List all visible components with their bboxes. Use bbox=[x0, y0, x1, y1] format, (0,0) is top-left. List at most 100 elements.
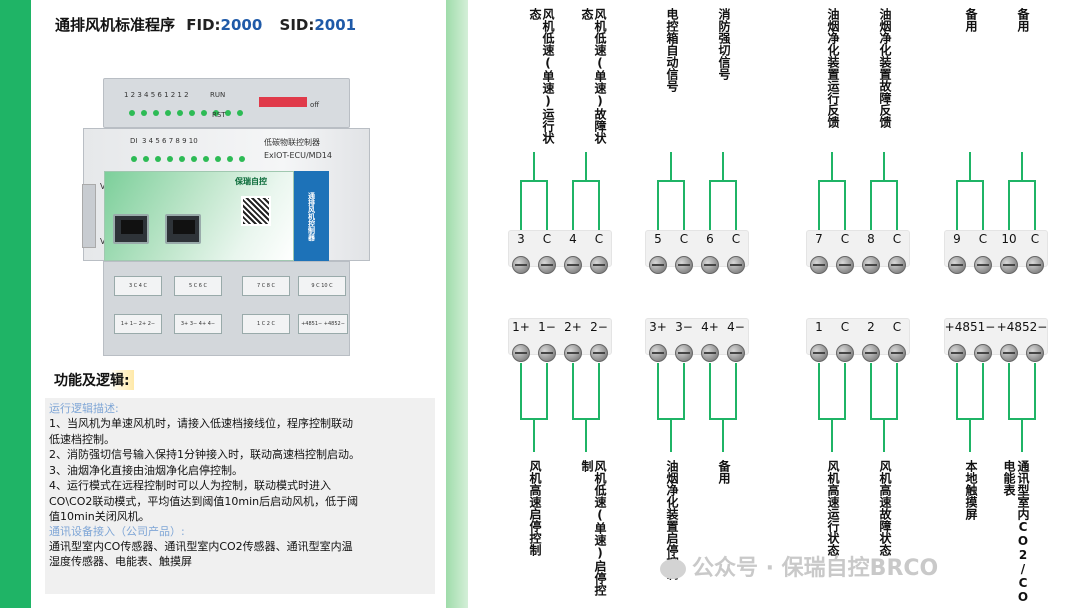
middle-green-stripe bbox=[446, 0, 468, 608]
run-label: RUN bbox=[210, 91, 226, 99]
signal-label: 油烟净化装置运行反馈 bbox=[826, 8, 840, 128]
signal-wire bbox=[585, 418, 587, 452]
terminal-screw bbox=[675, 256, 693, 274]
device-top-section: 1 2 3 4 5 6 1 2 1 2 RUN RST off bbox=[103, 78, 350, 128]
di-label: DI bbox=[130, 137, 138, 145]
signal-wire bbox=[709, 363, 711, 418]
terminal-label: C bbox=[978, 232, 988, 246]
terminal-screw bbox=[974, 344, 992, 362]
terminal-screw bbox=[836, 344, 854, 362]
signal-wire bbox=[818, 363, 820, 418]
signal-wire bbox=[722, 418, 724, 452]
signal-wire bbox=[520, 180, 548, 182]
signal-label: 风机低速(单速)故障状态 bbox=[580, 8, 607, 144]
signal-wire bbox=[572, 180, 600, 182]
terminal-screw bbox=[836, 256, 854, 274]
signal-label: 备用 bbox=[1016, 8, 1030, 32]
signal-label: 风机低速(单速)启停控制 bbox=[580, 460, 607, 596]
terminal-screw bbox=[1026, 256, 1044, 274]
signal-wire bbox=[982, 363, 984, 418]
terminal-label: 10 bbox=[1001, 232, 1017, 246]
terminal-screw bbox=[862, 256, 880, 274]
ethernet-port-2 bbox=[165, 214, 201, 244]
fid-label: FID: bbox=[186, 16, 221, 34]
signal-wire bbox=[896, 180, 898, 230]
terminal-label: C bbox=[594, 232, 604, 246]
terminal-screw bbox=[810, 344, 828, 362]
signal-wire bbox=[709, 180, 737, 182]
signal-wire bbox=[572, 180, 574, 230]
terminal-screw bbox=[512, 344, 530, 362]
signal-wire bbox=[956, 363, 958, 418]
signal-label: 风机高速运行状态 bbox=[826, 460, 840, 556]
terminal-screw bbox=[564, 344, 582, 362]
signal-wire bbox=[831, 418, 833, 452]
blue-label-panel: 通排风机控制器 bbox=[294, 171, 329, 261]
signal-wire bbox=[818, 180, 820, 230]
signal-wire bbox=[1034, 363, 1036, 418]
signal-wire bbox=[657, 363, 659, 418]
logic-line: 值10min关闭风机。 bbox=[49, 510, 150, 523]
terminal-label: C bbox=[892, 232, 902, 246]
terminal-label: 2 bbox=[867, 320, 875, 334]
signal-wire bbox=[533, 152, 535, 180]
logic-line: 1、当风机为单速风机时，请接入低速档接线位，程序控制联动 bbox=[49, 417, 353, 430]
sid-label: SID: bbox=[279, 16, 315, 34]
terminal-screw bbox=[649, 256, 667, 274]
signal-wire bbox=[520, 180, 522, 230]
watermark-text: 公众号 · 保瑞自控BRCO bbox=[692, 556, 939, 581]
function-box: 运行逻辑描述: 1、当风机为单速风机时，请接入低速档接线位，程序控制联动 低速档… bbox=[45, 398, 435, 594]
logic-desc-title: 运行逻辑描述: bbox=[49, 402, 119, 415]
signal-wire bbox=[982, 180, 984, 230]
terminal-label: C bbox=[542, 232, 552, 246]
signal-wire bbox=[969, 152, 971, 180]
terminal-label: 1 bbox=[815, 320, 823, 334]
watermark: 公众号 · 保瑞自控BRCO bbox=[660, 550, 938, 582]
signal-label: 电控箱自动信号 bbox=[665, 8, 679, 92]
terminal-label: 1− bbox=[538, 320, 556, 334]
signal-label: 本地触摸屏 bbox=[964, 460, 978, 520]
terminal-screw bbox=[538, 256, 556, 274]
terminal-label: 8 bbox=[867, 232, 875, 246]
terminal-label: C bbox=[892, 320, 902, 334]
signal-wire bbox=[870, 180, 872, 230]
signal-wire bbox=[831, 152, 833, 180]
terminal-screw bbox=[538, 344, 556, 362]
brand-label: 保瑞自控 bbox=[235, 177, 267, 186]
left-green-stripe bbox=[0, 0, 31, 608]
terminal-screw bbox=[888, 256, 906, 274]
device-terminal-top-3: 7 C 8 C bbox=[242, 276, 290, 296]
device-name: 低碳物联控制器 bbox=[264, 138, 320, 147]
di-numbers: 3 4 5 6 7 8 9 10 bbox=[142, 137, 198, 145]
signal-wire bbox=[546, 180, 548, 230]
terminal-screw bbox=[727, 344, 745, 362]
terminal-label: C bbox=[1030, 232, 1040, 246]
terminal-label: 3+ bbox=[649, 320, 667, 334]
device-terminal-top-1: 3 C 4 C bbox=[114, 276, 162, 296]
terminal-label: 3 bbox=[517, 232, 525, 246]
terminal-label: 6 bbox=[706, 232, 714, 246]
terminal-screw bbox=[649, 344, 667, 362]
top-led-numbers: 1 2 3 4 5 6 1 2 1 2 bbox=[124, 91, 189, 99]
terminal-screw bbox=[701, 256, 719, 274]
page-title: 通排风机标准程序 FID:2000 SID:2001 bbox=[55, 14, 356, 35]
signal-label: 油烟净化装置启停控制 bbox=[665, 460, 679, 580]
top-led-row bbox=[126, 101, 246, 120]
signal-wire bbox=[657, 180, 685, 182]
signal-label: 电能表 bbox=[1002, 460, 1016, 496]
signal-wire bbox=[657, 180, 659, 230]
terminal-label: +4851− bbox=[944, 320, 996, 334]
terminal-label: 7 bbox=[815, 232, 823, 246]
signal-label: 风机低速(单速)运行状态 bbox=[528, 8, 555, 144]
logic-line: 低速档控制。 bbox=[49, 432, 115, 446]
terminal-label: 3− bbox=[675, 320, 693, 334]
terminal-screw bbox=[862, 344, 880, 362]
signal-label: 备用 bbox=[964, 8, 978, 32]
device-model: ExIOT-ECU/MD14 bbox=[264, 151, 332, 160]
terminal-label: +4852− bbox=[996, 320, 1048, 334]
signal-label: 备用 bbox=[717, 460, 731, 484]
device-terminal-bot-4: +4851− +4852− bbox=[298, 314, 348, 334]
terminal-label: C bbox=[731, 232, 741, 246]
signal-wire bbox=[546, 363, 548, 418]
